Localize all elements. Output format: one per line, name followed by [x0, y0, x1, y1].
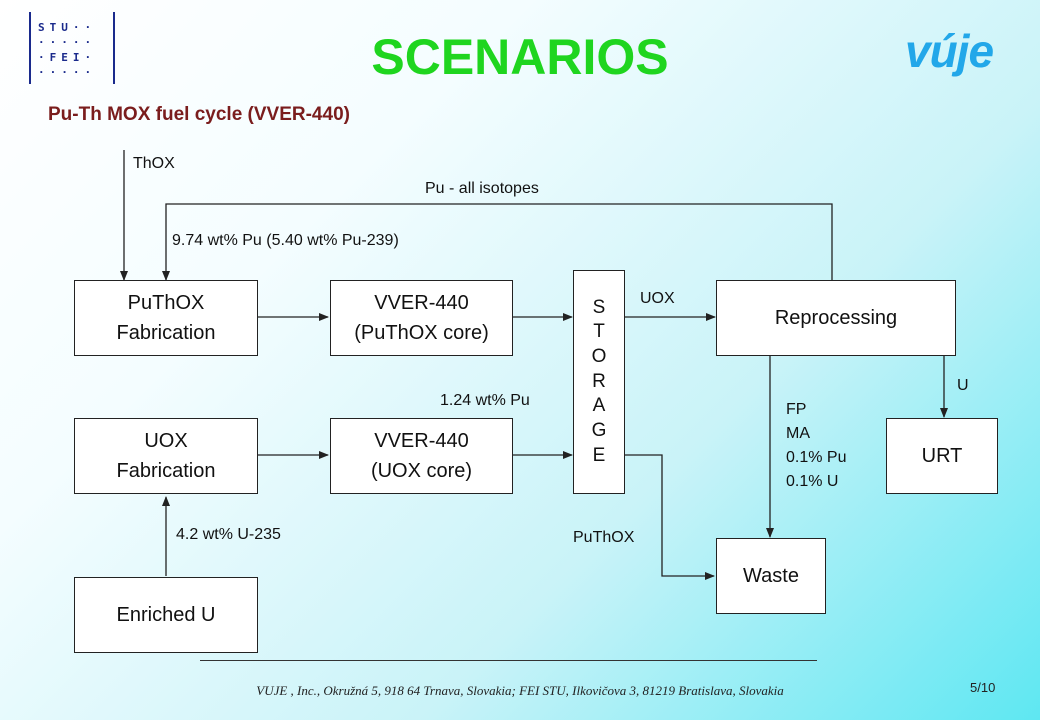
stu-fei-logo: STU·· ····· ·FEI· ····· — [26, 12, 118, 84]
page-title: SCENARIOS — [371, 29, 669, 85]
box-line: UOX — [144, 430, 188, 452]
box-line: Reprocessing — [774, 307, 898, 329]
pu-all-isotopes-label: Pu - all isotopes — [425, 180, 539, 197]
box-line: (UOX core) — [370, 460, 473, 482]
waste-stream-labels: FP MA 0.1% Pu 0.1% U — [786, 398, 846, 494]
logo-row-2: ····· — [38, 36, 97, 49]
footer-divider — [200, 660, 817, 661]
box-line: VVER-440 — [374, 430, 469, 452]
page-number: 5/10 — [970, 680, 996, 695]
logo-row-4: ····· — [38, 66, 97, 79]
u-01-label: 0.1% U — [786, 473, 839, 490]
box-line: Fabrication — [116, 322, 216, 344]
storage-letter: R — [592, 370, 606, 392]
u-label: U — [957, 377, 969, 394]
reprocessing-box: Reprocessing — [716, 280, 956, 356]
storage-letter: E — [592, 444, 606, 466]
fp-label: FP — [786, 401, 807, 418]
puthox-fabrication-box: PuThOX Fabrication — [74, 280, 258, 356]
box-line: Fabrication — [116, 460, 216, 482]
enriched-u-box: Enriched U — [74, 577, 258, 653]
pu-01-label: 0.1% Pu — [786, 449, 847, 466]
puthox-label: PuThOX — [573, 529, 635, 546]
arrow-pu-recycle — [162, 203, 833, 281]
storage-letter: A — [592, 395, 606, 417]
storage-box: S T O R A G E — [573, 270, 625, 494]
box-line: PuThOX — [127, 292, 205, 314]
storage-letter: O — [591, 345, 607, 367]
box-line: URT — [921, 445, 963, 467]
box-line: (PuThOX core) — [354, 322, 489, 344]
pu-composition-label: 9.74 wt% Pu (5.40 wt% Pu-239) — [172, 232, 399, 249]
u235-label: 4.2 wt% U-235 — [176, 526, 281, 543]
pu-124-label: 1.24 wt% Pu — [440, 392, 530, 409]
logo-row-3: ·FEI· — [38, 51, 97, 64]
logo-row-1: STU·· — [38, 21, 97, 34]
storage-letter: T — [593, 321, 605, 343]
footer-address: VUJE , Inc., Okružná 5, 918 64 Trnava, S… — [256, 683, 784, 698]
arrow-storage-to-waste — [625, 454, 715, 580]
vver-puthox-core-box: VVER-440 (PuThOX core) — [330, 280, 513, 356]
vver-uox-core-box: VVER-440 (UOX core) — [330, 418, 513, 494]
page-subtitle: Pu-Th MOX fuel cycle (VVER-440) — [48, 104, 350, 125]
urt-box: URT — [886, 418, 998, 494]
ma-label: MA — [786, 425, 810, 442]
box-line: Enriched U — [116, 604, 216, 626]
box-line: Waste — [743, 565, 799, 587]
waste-box: Waste — [716, 538, 826, 614]
vuje-logo: vúje — [905, 25, 994, 77]
thox-label: ThOX — [133, 155, 175, 172]
box-line: VVER-440 — [374, 292, 469, 314]
uox-label: UOX — [640, 290, 675, 307]
storage-letter: G — [591, 420, 607, 442]
uox-fabrication-box: UOX Fabrication — [74, 418, 258, 494]
storage-letter: S — [592, 296, 606, 318]
